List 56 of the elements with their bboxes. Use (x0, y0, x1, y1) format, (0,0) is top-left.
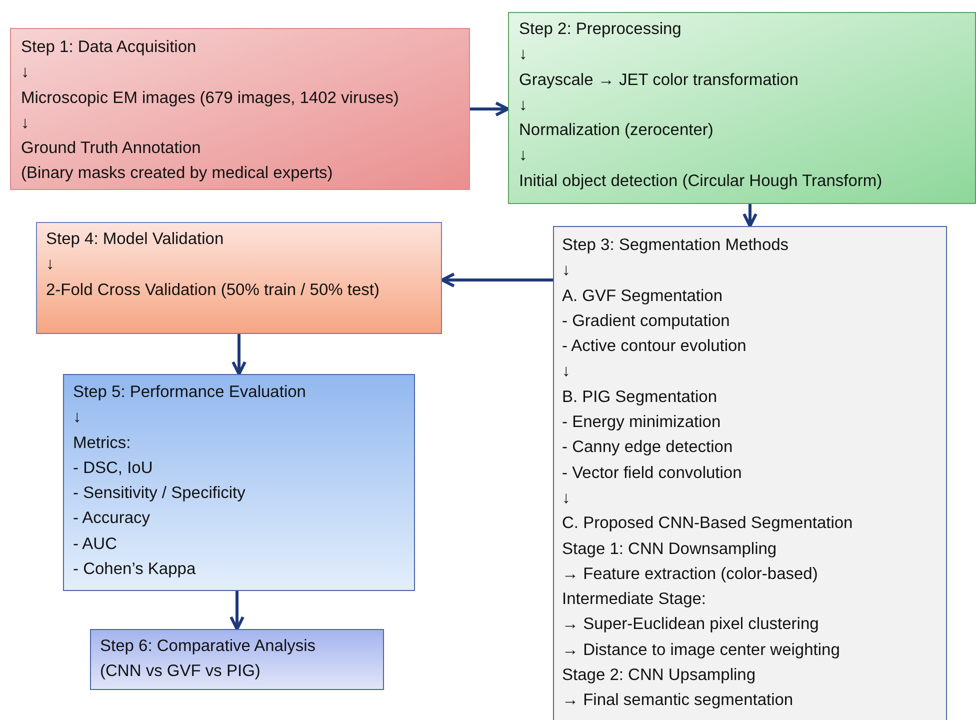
step-text: Normalization (zerocenter) (519, 120, 714, 142)
step-text: - Active contour evolution (562, 336, 746, 358)
step-title: Step 1: Data Acquisition (21, 37, 196, 58)
step-title: Step 2: Preprocessing (519, 19, 682, 40)
step-text: ↓ (73, 407, 82, 428)
step-title: Step 5: Performance Evaluation (73, 382, 306, 403)
step-text: - Accuracy (73, 508, 150, 530)
step-text: (CNN vs GVF vs PIG) (100, 661, 260, 682)
step-text: - Sensitivity / Specificity (73, 483, 246, 504)
arrow (440, 272, 553, 288)
step-text: ↓ (562, 488, 570, 509)
step-text: - Cohen’s Kappa (73, 559, 196, 580)
step-title: Step 4: Model Validation (46, 229, 224, 250)
step-text: C. Proposed CNN-Based Segmentation (562, 513, 853, 534)
step-text: ↓ (46, 254, 54, 276)
step-text: Initial object detection (Circular Hough Transform) (519, 170, 882, 192)
process-box (90, 629, 384, 690)
process-box (63, 374, 415, 591)
step-text: A. GVF Segmentation (562, 286, 722, 307)
step-text: - DSC, IoU (73, 458, 153, 479)
process-box (508, 12, 976, 204)
step-text: Stage 2: CNN Upsampling (562, 665, 756, 686)
step-text: (Binary masks created by medical experts) (21, 163, 333, 184)
process-box (36, 222, 442, 334)
step-text: Grayscale → JET color transformation (519, 70, 798, 91)
step-text: → Feature extraction (color-based) (562, 564, 818, 585)
step-text: B. PIG Segmentation (562, 386, 718, 408)
process-box (10, 28, 470, 190)
step-text: - Energy minimization (562, 412, 721, 434)
process-box (553, 226, 947, 720)
arrow (742, 204, 758, 228)
step-title: Step 6: Comparative Analysis (100, 636, 316, 657)
step-text: - Vector field convolution (562, 462, 742, 484)
step-text: Intermediate Stage: (562, 589, 706, 610)
step-text: 2-Fold Cross Validation (50% train / 50% test) (46, 280, 380, 301)
step-text: - Gradient computation (562, 310, 730, 332)
step-text: ↓ (519, 94, 528, 116)
step-text: ↓ (519, 145, 528, 166)
step-text: → Final semantic segmentation (562, 690, 794, 712)
step-text: - AUC (73, 534, 118, 555)
step-text: Metrics: (73, 432, 131, 454)
step-text: ↓ (562, 260, 570, 282)
step-text: ↓ (519, 44, 528, 66)
step-text: Stage 1: CNN Downsampling (562, 538, 777, 560)
step-text: Microscopic EM images (679 images, 1402 viruses) (21, 88, 399, 109)
step-text: - Canny edge detection (562, 437, 733, 458)
arrow (230, 591, 244, 630)
step-text: ↓ (562, 361, 570, 382)
arrow (232, 334, 246, 376)
step-title: Step 3: Segmentation Methods (562, 235, 789, 256)
arrow (470, 102, 510, 116)
step-text: Ground Truth Annotation (21, 138, 201, 160)
step-text: → Super-Euclidean pixel clustering (562, 614, 819, 636)
step-text: ↓ (21, 62, 30, 84)
step-text: ↓ (21, 112, 30, 134)
step-text: → Distance to image center weighting (562, 640, 840, 661)
